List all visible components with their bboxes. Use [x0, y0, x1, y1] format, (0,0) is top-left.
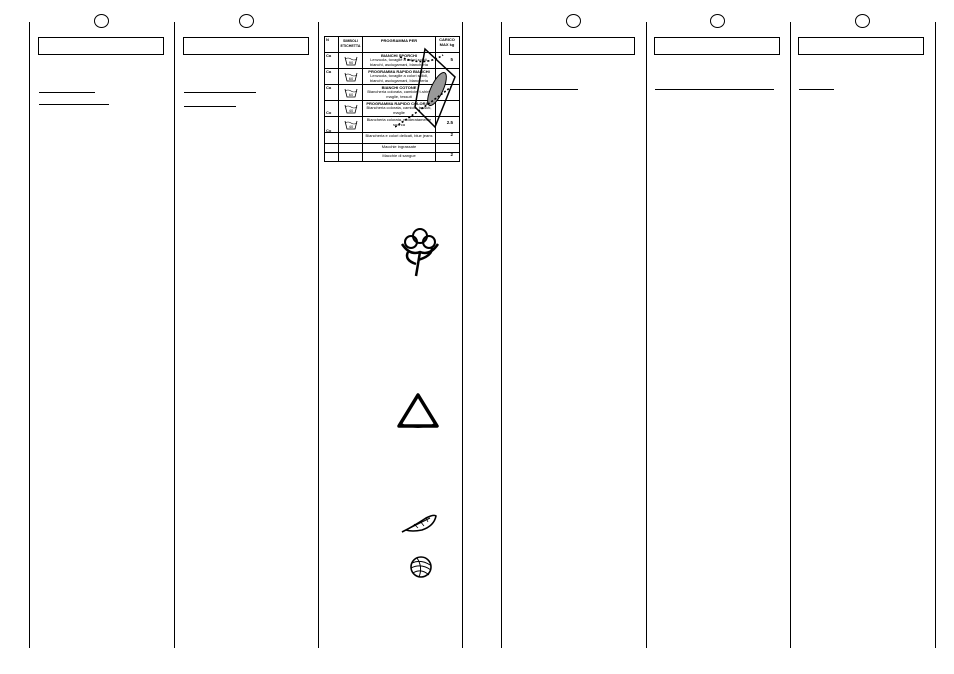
program-desc: Lenzuola, tovaglie a colori solidi, bian…: [369, 73, 429, 83]
program-load: 2: [450, 132, 453, 137]
language-circle: [94, 14, 109, 28]
table-row-line: [325, 116, 459, 117]
heading-underline: [510, 89, 578, 90]
language-circle: [710, 14, 725, 28]
language-circle: [855, 14, 870, 28]
wash-tub-icon: 40: [344, 120, 358, 130]
heading-underline: [799, 89, 834, 90]
column-divider: [501, 22, 502, 648]
section-header-box: [654, 37, 780, 55]
column-divider: [318, 22, 319, 648]
program-desc: Macchie di sangue: [382, 153, 416, 158]
column-divider: [462, 22, 463, 648]
section-header-box: [509, 37, 635, 55]
column-divider: [790, 22, 791, 648]
bleach-triangle-icon: [397, 393, 439, 428]
table-row-line: [325, 84, 459, 85]
heading-underline: [655, 89, 774, 90]
program-desc: Biancheria colorata, camicie, t-shirt, m…: [367, 89, 431, 99]
table-header-program: PROGRAMMA PER: [380, 38, 418, 43]
program-title: PROGRAMMA RAPIDO BIANCHI: [368, 69, 430, 74]
wash-temp-label: 90: [349, 60, 354, 65]
table-col-line: [362, 37, 363, 161]
program-desc: Biancheria e colori delicati, blue jeans: [365, 133, 433, 138]
table-side-label: Co: [326, 128, 332, 133]
table-row-line: [325, 52, 459, 53]
wash-temp-label: 60: [349, 76, 354, 81]
table-header-symbols: SIMBOLI ETICHETTA: [340, 39, 361, 48]
table-side-label: Ca: [326, 85, 332, 90]
section-header-box: [38, 37, 164, 55]
wash-tub-icon: 60: [344, 72, 358, 82]
table-row-line: [325, 132, 459, 133]
table-side-label: Co: [326, 110, 332, 115]
table-header-load: CARICO MAX kg: [439, 37, 455, 47]
column-divider: [174, 22, 175, 648]
wash-tub-icon: 40: [344, 104, 358, 114]
program-title: PROGRAMMA RAPIDO COLORATI: [366, 101, 432, 106]
program-load: 2.5: [446, 120, 453, 125]
heading-underline: [184, 92, 256, 93]
table-row-line: [325, 100, 459, 101]
table-row-line: [325, 143, 459, 144]
cotton-flower-icon: [400, 228, 440, 277]
heading-underline: [184, 106, 236, 107]
program-title: BIANCHI COTONE: [381, 85, 417, 90]
column-divider: [646, 22, 647, 648]
column-divider: [935, 22, 936, 648]
language-circle: [239, 14, 254, 28]
pen-marker-icon: [395, 47, 456, 129]
wash-program-table: N SIMBOLI ETICHETTA PROGRAMMA PER CARICO…: [324, 36, 460, 162]
wash-temp-label: 40: [349, 124, 354, 129]
section-header-box: [183, 37, 309, 55]
wash-tub-icon: 60: [344, 88, 358, 98]
table-row-line: [325, 152, 459, 153]
program-desc: Biancheria colorata, camicie, tessuti, m…: [366, 105, 432, 115]
table-side-label: Ca: [326, 69, 332, 74]
wash-tub-icon: 90: [344, 56, 358, 66]
program-load: 5: [450, 57, 453, 62]
heading-underline: [39, 104, 109, 105]
table-row-line: [325, 68, 459, 69]
section-header-box: [798, 37, 924, 55]
table-header-n: N: [326, 37, 329, 42]
table-col-line: [338, 37, 339, 161]
program-desc: Lenzuola, tovaglie a colori solidi, bian…: [369, 57, 429, 67]
program-desc: Macchie ingrassate: [381, 144, 417, 149]
program-title: BIANCHI SPORCHI: [380, 53, 417, 58]
table-side-label: Ca: [326, 53, 332, 58]
program-load: 2: [450, 152, 453, 157]
wash-temp-label: 40: [349, 108, 354, 113]
column-divider: [29, 22, 30, 648]
feather-icon: [401, 514, 437, 533]
wool-ball-icon: [410, 556, 432, 578]
language-circle: [566, 14, 581, 28]
heading-underline: [39, 92, 95, 93]
wash-temp-label: 60: [349, 92, 354, 97]
